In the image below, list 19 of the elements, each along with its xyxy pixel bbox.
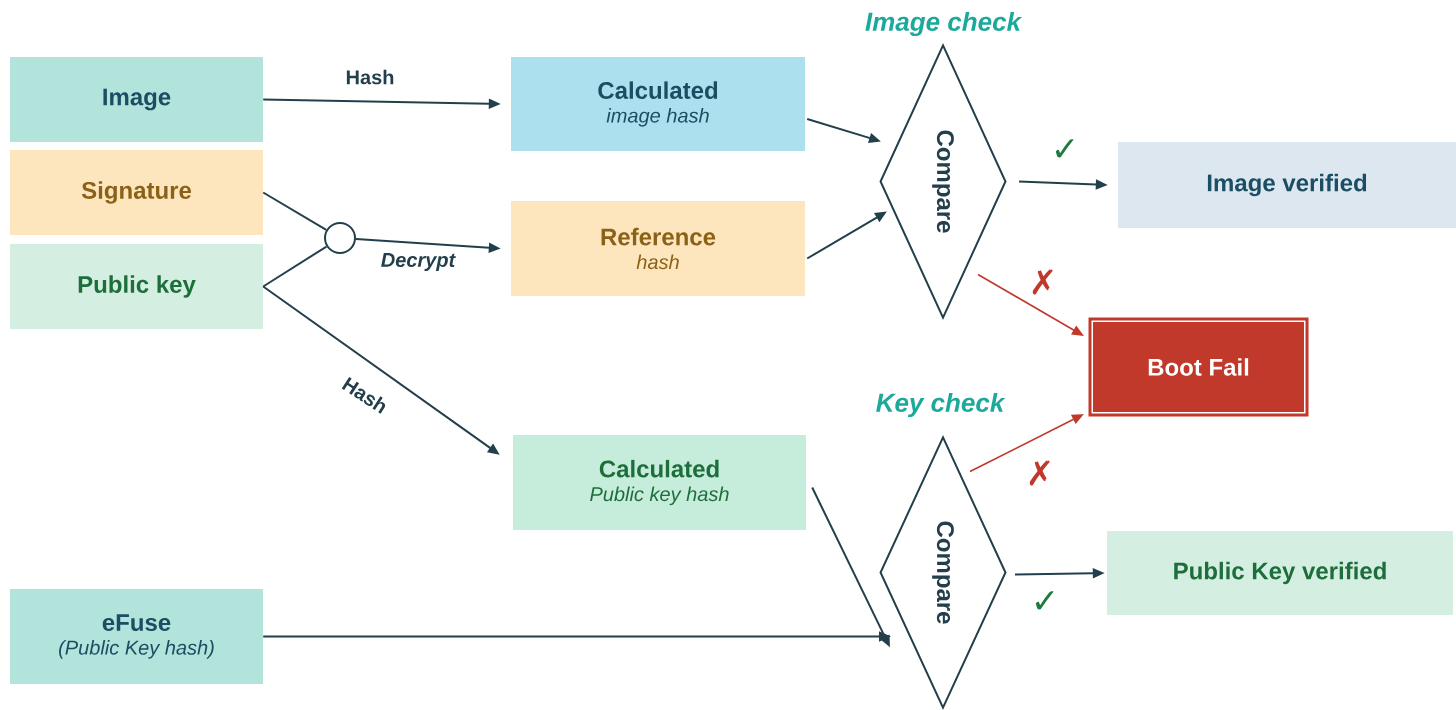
input-box: eFuse (Public Key hash) — [10, 589, 263, 684]
hash-box: Reference hash — [511, 201, 805, 296]
check-heading: Image check — [865, 11, 1023, 37]
edge-label: Decrypt — [379, 252, 457, 272]
result-box: Public Key verified — [1107, 531, 1453, 615]
cross-mark: ✗ — [1029, 460, 1050, 486]
input-box: Image — [10, 57, 263, 142]
input-box: Public key — [10, 244, 263, 329]
check-mark: ✓ — [1035, 591, 1054, 610]
hash-box: Calculated Public key hash — [513, 435, 806, 530]
check-mark: ✓ — [1055, 139, 1074, 158]
edge-label: Hash — [344, 68, 396, 86]
fail-box: Boot Fail — [1088, 317, 1309, 417]
hash-box: Calculated image hash — [511, 57, 805, 151]
result-box: Image verified — [1118, 142, 1456, 228]
junction-circle — [324, 222, 356, 254]
input-box: Signature — [10, 150, 263, 235]
check-heading: Key check — [876, 392, 1006, 418]
cross-mark: ✗ — [1032, 269, 1053, 295]
